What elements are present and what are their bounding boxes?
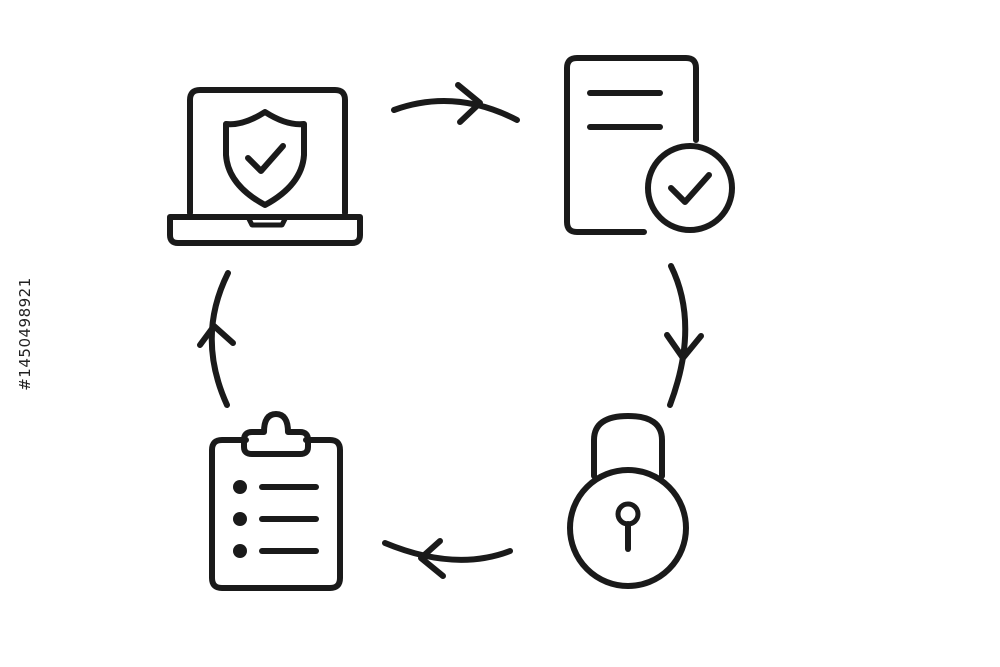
document-check-icon [564,55,735,235]
padlock-icon [567,413,689,589]
laptop-shield-check-icon [167,87,363,246]
clipboard-list-icon [209,411,343,591]
arrow-document-to-padlock [664,263,704,408]
arrow-padlock-to-clipboard [382,538,513,579]
arrow-clipboard-to-laptop [197,270,236,408]
arrow-laptop-to-document [391,82,520,125]
